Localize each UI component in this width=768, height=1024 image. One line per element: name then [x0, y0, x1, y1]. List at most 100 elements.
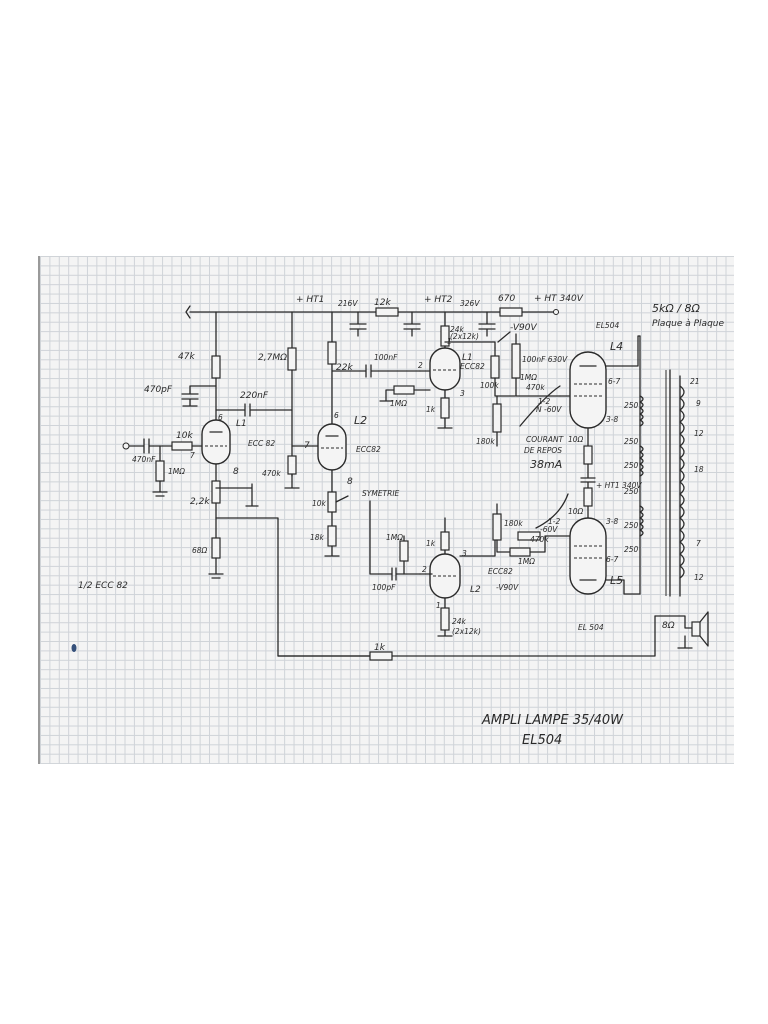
label-pi-ecc-bot: ECC82 [488, 567, 513, 576]
label-pi-2: 2 [418, 361, 423, 370]
label-47k: 47k [178, 352, 195, 362]
label-24k-top: 24k [450, 325, 465, 334]
arrow-repos-top [519, 385, 561, 427]
resistor-24k-bot [440, 607, 450, 631]
speaker-ground [677, 635, 693, 649]
label-pi-b2: 2 [422, 565, 427, 574]
l4-anode-to-transformer [605, 335, 641, 367]
cap-decoupling-ht2 [403, 311, 421, 337]
label-pin38-bot: 3-8 [606, 517, 618, 526]
input-cap-470n [128, 438, 173, 454]
grid-bot-wire [529, 535, 571, 553]
label-spec1: 5kΩ / 8Ω [652, 302, 700, 315]
tube-el504-l4 [569, 351, 607, 429]
resistor-1m-grid-bot [509, 547, 531, 557]
label-l1-name: L1 [236, 419, 247, 429]
label-pi-l1: L1 [462, 353, 473, 363]
label-l2-pin8: 8 [347, 477, 353, 487]
arrow-repos-bot [535, 493, 569, 529]
label-470k-grid: 470k [262, 469, 281, 478]
label-el504-top: EL504 [596, 321, 619, 330]
resistor-1k-feedback [369, 651, 393, 661]
transformer-primary-mid [639, 445, 644, 477]
resistor-180k-top [492, 403, 502, 433]
label-pin12-top: 1-2 [538, 397, 550, 406]
coupling-cap-100n-top [331, 363, 421, 427]
label-10-top: 10Ω [568, 435, 584, 444]
label-1m-grid: 1MΩ [520, 373, 537, 382]
pi-top-output [444, 341, 496, 349]
label-180k-top: 180k [476, 437, 495, 446]
label-fb: 1k [374, 643, 386, 653]
label-neg60: N -60V [536, 405, 562, 414]
tube-l2 [317, 423, 347, 471]
label-470n-in: 470nF [132, 455, 156, 464]
resistor-1m-input [155, 460, 165, 482]
resistor-1k-top [440, 397, 450, 419]
label-w12: 12 [694, 429, 704, 438]
resistor-470k-bot [517, 531, 541, 541]
label-670: 670 [498, 294, 515, 304]
resistor-1k-bot [440, 531, 450, 551]
resistor-470k-grid [287, 455, 297, 475]
label-ht1: + HT1 [296, 295, 324, 305]
label-pin38-top: 3-8 [606, 415, 618, 424]
label-spk: 8Ω [662, 621, 675, 631]
transformer-primary-lower [639, 505, 644, 537]
input-terminal[interactable] [122, 442, 130, 450]
label-w250f: 250 [624, 545, 639, 554]
schematic-sheet: + HT1 216V 12k + HT2 326V 670 + HT 340V … [38, 256, 734, 764]
label-22k: 22k [336, 363, 353, 373]
label-ht340: + HT 340V [534, 294, 584, 304]
label-l2-pin7: 7 [304, 441, 310, 451]
resistor-22k [327, 341, 337, 365]
schematic-drawing: + HT1 216V 12k + HT2 326V 670 + HT 340V … [71, 294, 724, 748]
resistor-10k-balance [327, 491, 337, 513]
l5-anode-to-transformer [605, 579, 641, 595]
resistor-12k-rail [375, 307, 399, 317]
feedback-wire [215, 517, 371, 657]
resistor-2-7m [287, 347, 297, 371]
label-1k-bot: 1k [426, 539, 436, 548]
resistor-10k-input [171, 441, 193, 451]
resistor-10-top [583, 445, 593, 465]
ground-input [152, 480, 168, 497]
resistor-100k-top [490, 355, 500, 379]
label-10k-balance: 10k [312, 499, 327, 508]
coupling-cap-220n [215, 403, 293, 417]
ht340-terminal [553, 309, 559, 315]
label-w21: 21 [690, 377, 700, 386]
label-el504-bot: EL 504 [578, 623, 604, 632]
ground-pi-top [437, 417, 453, 429]
tube-pi-top [429, 347, 461, 391]
label-18k: 18k [310, 533, 325, 542]
label-l1-pin8: 8 [233, 467, 239, 477]
label-12k: 12k [374, 298, 391, 308]
ground-l5 [580, 481, 596, 489]
label-2-7m: 2,7MΩ [258, 353, 287, 363]
cap-decoupling-ht340 [478, 311, 496, 337]
label-38ma: 38mA [530, 458, 562, 471]
label-l2-pin6: 6 [334, 411, 339, 420]
tube-l1 [201, 419, 231, 465]
resistor-670-rail [499, 307, 523, 317]
label-l5: L5 [610, 574, 623, 587]
resistor-2-2k [211, 480, 221, 504]
label-100n630: 100nF 630V [522, 355, 568, 364]
label-l1-pin7: 7 [190, 451, 195, 460]
resistor-47k [211, 355, 221, 379]
label-1m-in: 1MΩ [168, 467, 185, 476]
label-w250c: 250 [624, 461, 639, 470]
resistor-10-bot [583, 487, 593, 507]
label-68: 68Ω [192, 546, 208, 555]
label-1k-top: 1k [426, 405, 436, 414]
label-pi-ecc-top: ECC82 [460, 362, 485, 371]
label-180k-bot: 180k [504, 519, 523, 528]
label-w18: 18 [694, 465, 704, 474]
resistor-1m-top [393, 385, 415, 395]
ink-smudge [71, 644, 77, 652]
resistor-180k-bot [492, 513, 502, 541]
label-1m-top: 1MΩ [390, 399, 407, 408]
bias-pot-bot [496, 503, 511, 553]
resistor-68 [211, 537, 221, 559]
